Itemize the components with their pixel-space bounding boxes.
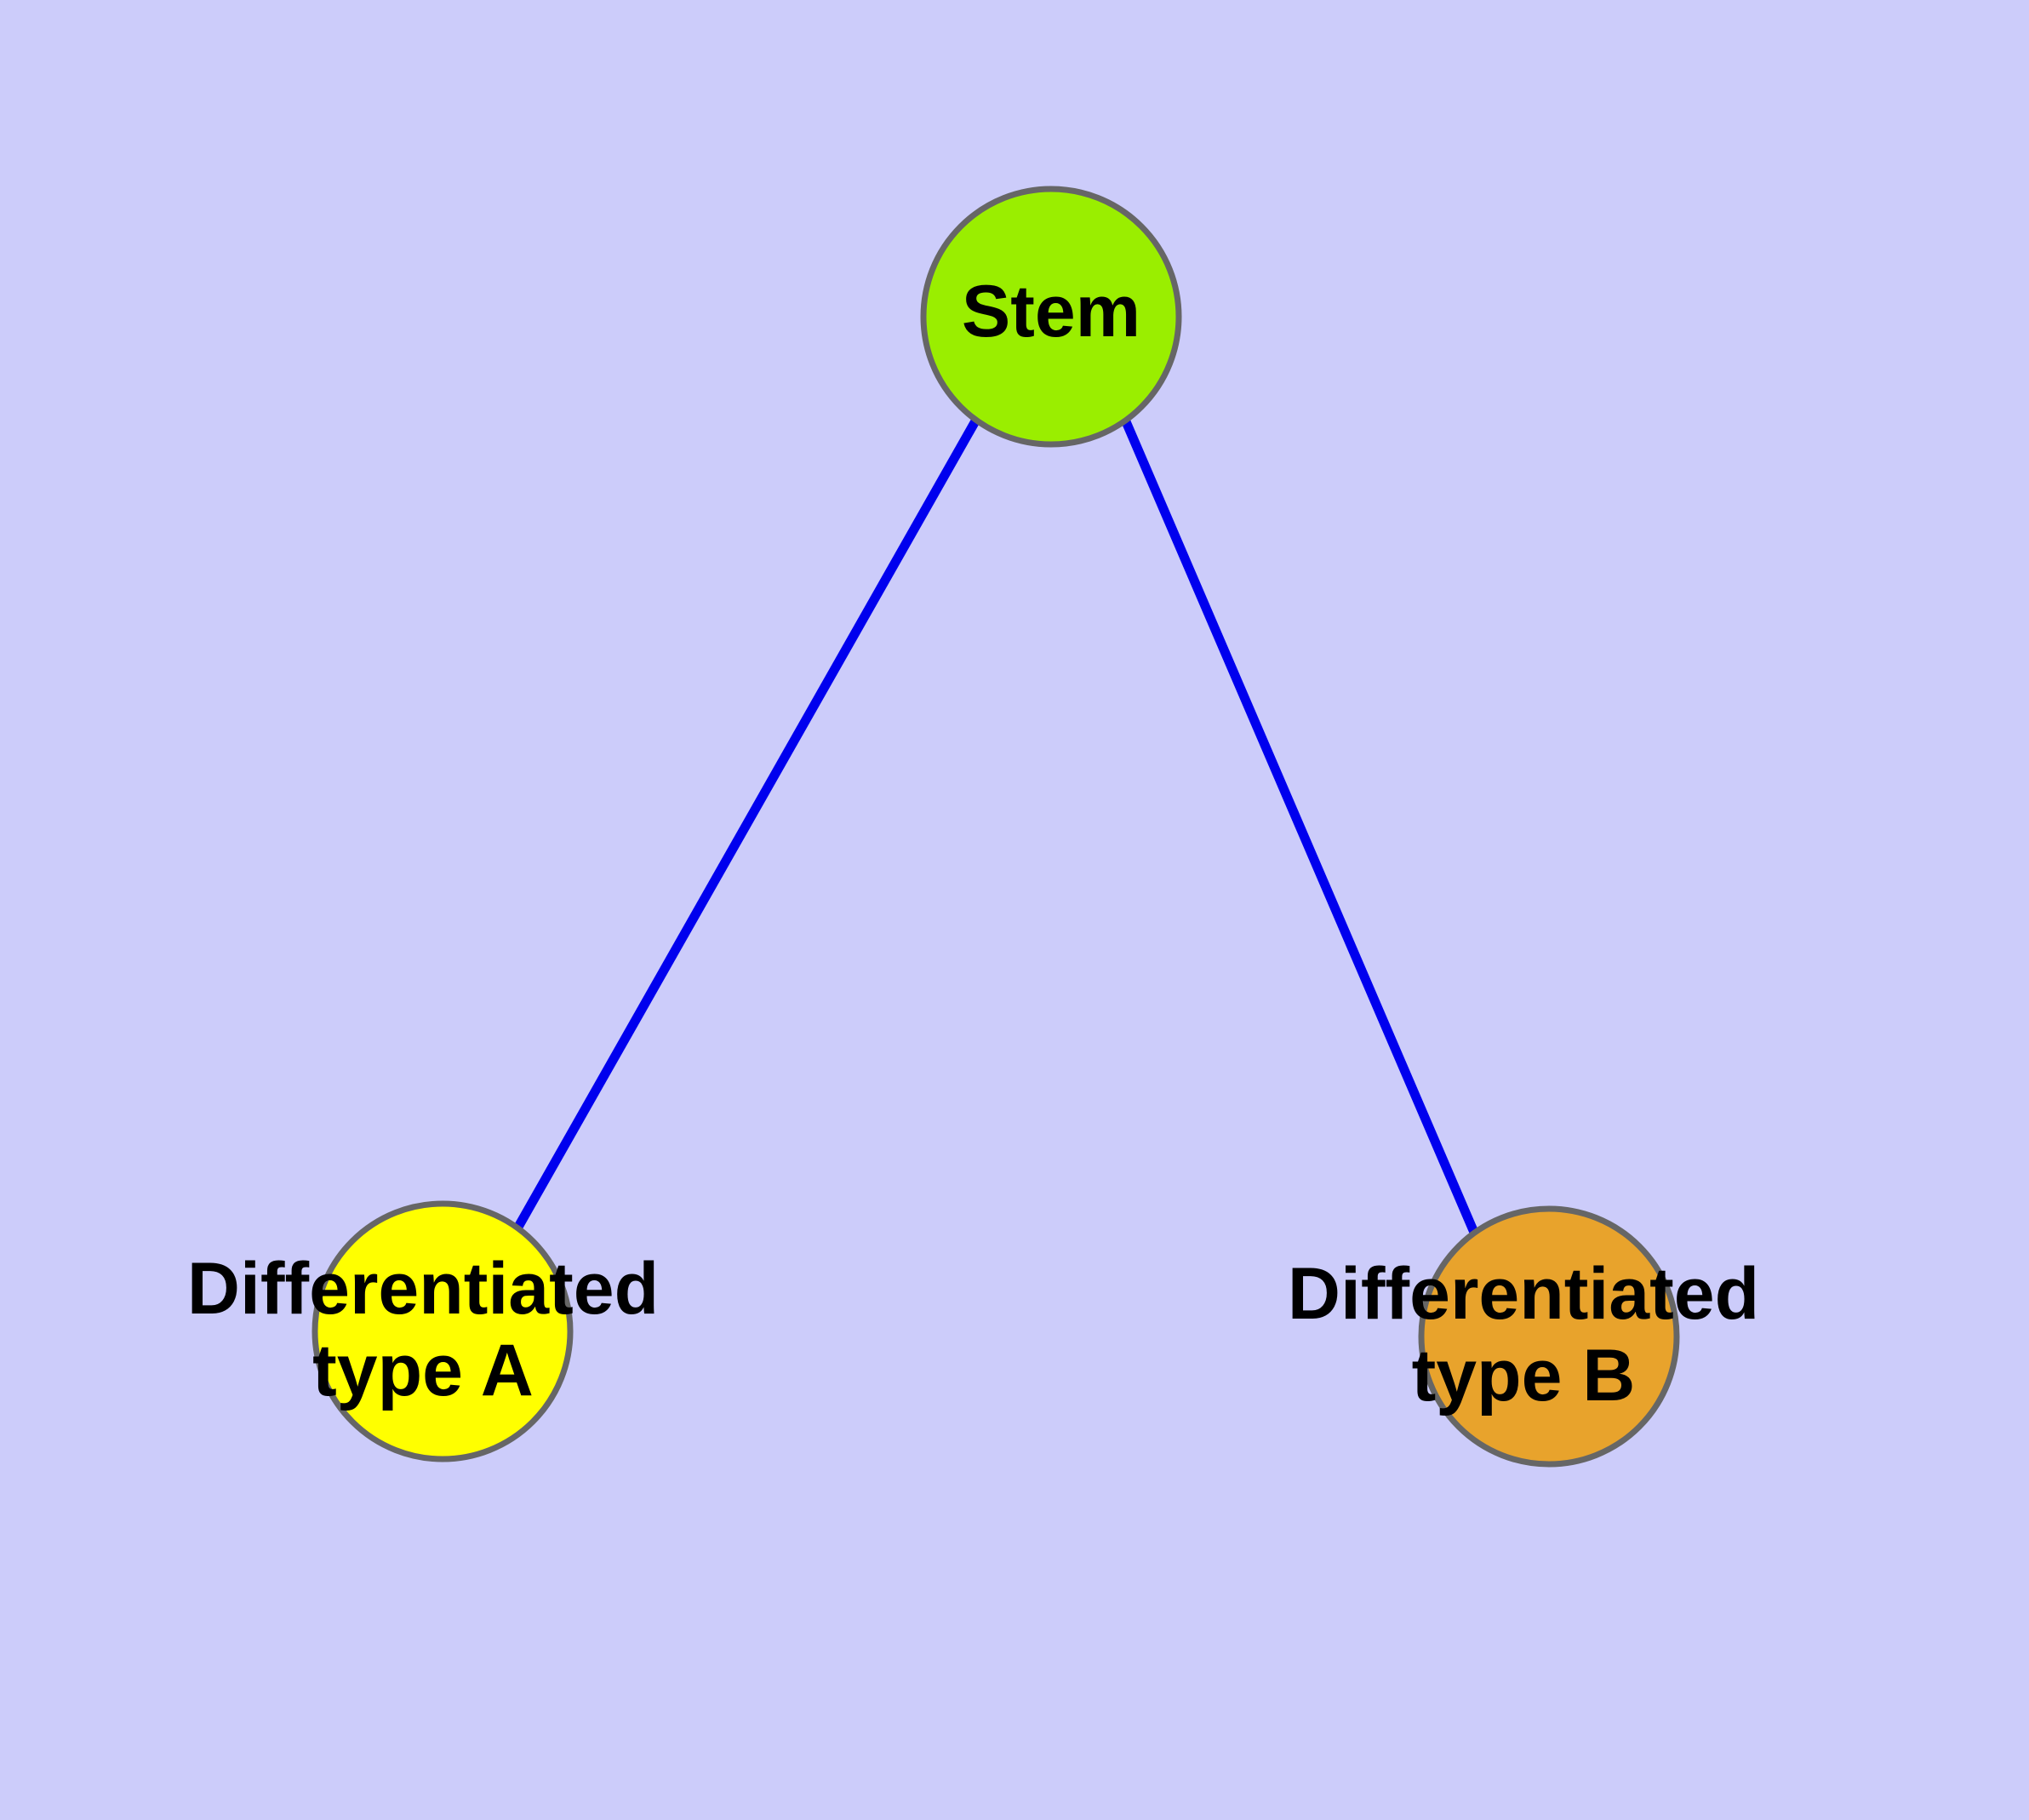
node-layer: [311, 186, 1680, 1468]
edge-stem-to-type-b[interactable]: [1120, 417, 1480, 1237]
node-label-stem: Stem: [962, 271, 1140, 352]
node-label-line: Stem: [962, 271, 1140, 352]
node-type-b[interactable]: [1418, 1205, 1680, 1468]
node-label-line: Differentiated: [187, 1248, 659, 1330]
node-stem[interactable]: [920, 186, 1182, 448]
node-label-line: Differentiated: [1288, 1253, 1759, 1335]
edge-layer: [513, 417, 1480, 1237]
node-type-a[interactable]: [311, 1200, 574, 1462]
node-label-line: type A: [312, 1330, 534, 1411]
node-label-line: type B: [1412, 1335, 1636, 1417]
edge-stem-to-type-a[interactable]: [513, 417, 980, 1231]
